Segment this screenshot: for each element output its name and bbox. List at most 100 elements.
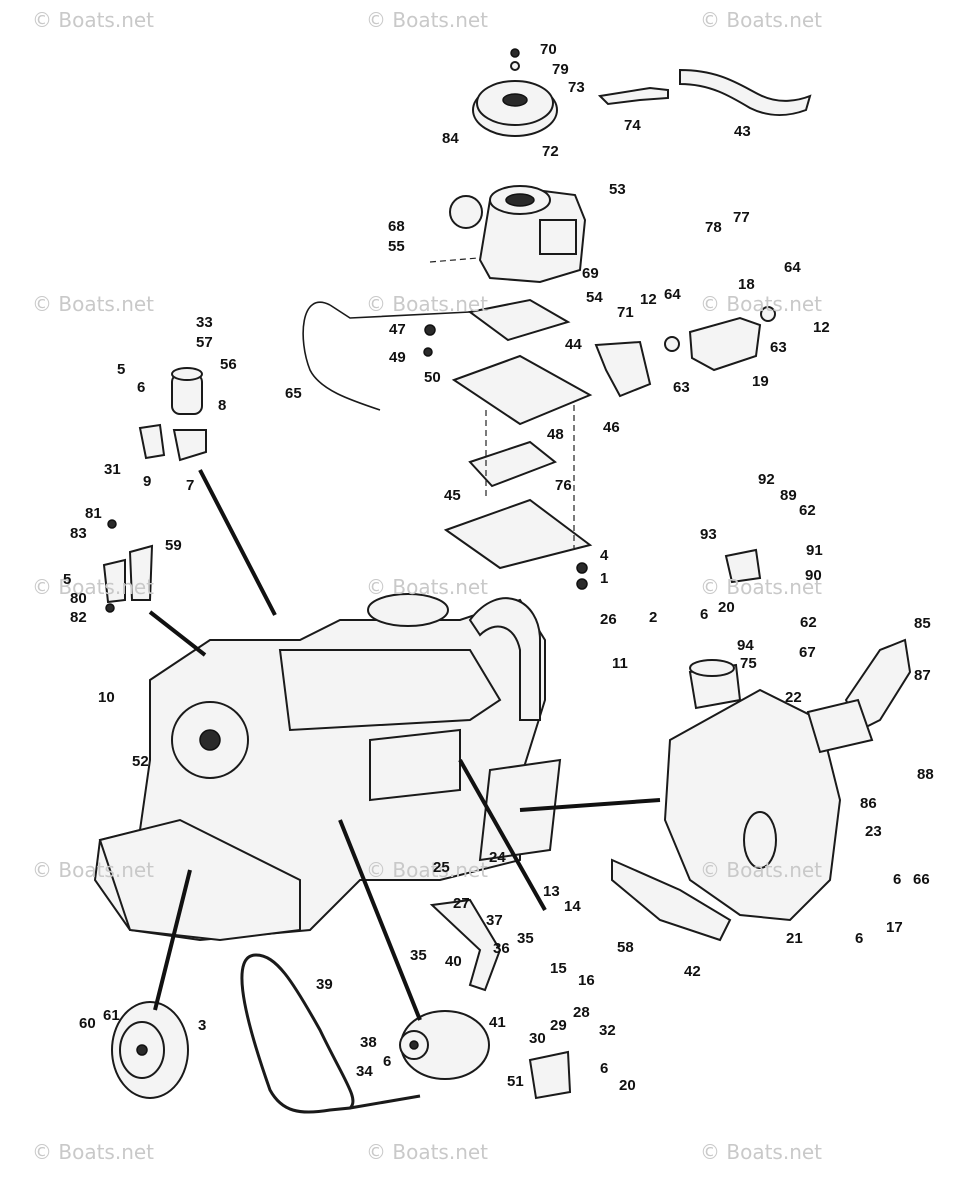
part-callout: 20 [718,599,735,616]
part-callout: 77 [733,209,750,226]
part-callout: 63 [673,379,690,396]
part-callout: 92 [758,471,775,488]
watermark: © Boats.net [366,292,489,316]
part-callout: 47 [389,321,406,338]
part-callout: 35 [517,930,534,947]
part-callout: 83 [70,525,87,542]
part-callout: 45 [444,487,461,504]
part-callout: 24 [489,849,506,866]
drive-belt-drawing [240,953,355,1114]
part-callout: 19 [752,373,769,390]
part-callout: 46 [603,419,620,436]
watermark: © Boats.net [32,8,155,32]
part-callout: 12 [640,291,657,308]
carburetor-drawing [429,185,587,284]
part-callout: 80 [70,590,87,607]
part-callout: 10 [98,689,115,706]
part-callout: 36 [493,940,510,957]
part-callout: 91 [806,542,823,559]
part-callout: 79 [552,61,569,78]
part-callout: 50 [424,369,441,386]
fuel-line-drawing [302,301,381,411]
part-callout: 6 [383,1053,392,1070]
part-callout: 16 [578,972,595,989]
part-callout: 88 [917,766,934,783]
part-callout: 75 [740,655,757,672]
part-callout: 48 [547,426,564,443]
part-callout: 3 [198,1017,207,1034]
leader-lines [148,469,661,1021]
part-callout: 51 [507,1073,524,1090]
part-callout: 29 [550,1017,567,1034]
part-callout: 35 [410,947,427,964]
watermark: © Boats.net [700,8,823,32]
carb-mount-stack-drawing [443,298,593,570]
part-callout: 34 [356,1063,373,1080]
ignition-coil-drawing [138,367,207,462]
part-callout: 68 [388,218,405,235]
watermark: © Boats.net [32,858,155,882]
small-bracket-drawing [102,544,154,604]
pulley-drawing [472,48,558,137]
part-callout: 9 [143,473,152,490]
part-callout: 93 [700,526,717,543]
fasteners-drawing [105,324,588,1110]
part-callout: 6 [137,379,146,396]
watermark: © Boats.net [366,8,489,32]
part-callout: 7 [186,477,195,494]
part-callout: 72 [542,143,559,160]
part-callout: 38 [360,1034,377,1051]
part-callout: 31 [104,461,121,478]
hose-drawing [597,68,812,116]
part-callout: 20 [619,1077,636,1094]
part-callout: 37 [486,912,503,929]
part-callout: 5 [117,361,126,378]
watermark: © Boats.net [700,575,823,599]
part-callout: 6 [700,606,709,623]
part-callout: 42 [684,963,701,980]
part-callout: 14 [564,898,581,915]
part-callout: 53 [609,181,626,198]
part-callout: 90 [805,567,822,584]
part-callout: 30 [529,1030,546,1047]
part-callout: 57 [196,334,213,351]
part-callout: 8 [218,397,227,414]
part-callout: 26 [600,611,617,628]
watermark: © Boats.net [366,858,489,882]
part-callout: 62 [799,502,816,519]
part-callout: 76 [555,477,572,494]
throttle-bracket-drawing [594,306,776,398]
part-callout: 84 [442,130,459,147]
watermark: © Boats.net [32,292,155,316]
part-callout: 85 [914,615,931,632]
part-callout: 70 [540,41,557,58]
part-callout: 17 [886,919,903,936]
part-callout: 25 [433,859,450,876]
part-callout: 15 [550,960,567,977]
part-callout: 94 [737,637,754,654]
part-callout: 13 [543,883,560,900]
part-callout: 55 [388,238,405,255]
part-callout: 6 [893,871,902,888]
part-callout: 21 [786,930,803,947]
part-callout: 65 [285,385,302,402]
watermark: © Boats.net [700,858,823,882]
part-callout: 89 [780,487,797,504]
watermark: © Boats.net [700,292,823,316]
part-callout: 23 [865,823,882,840]
watermark: © Boats.net [700,1140,823,1164]
part-callout: 43 [734,123,751,140]
part-callout: 60 [79,1015,96,1032]
part-callout: 1 [600,570,609,587]
part-callout: 40 [445,953,462,970]
part-callout: 6 [600,1060,609,1077]
part-callout: 54 [586,289,603,306]
watermark: © Boats.net [366,575,489,599]
part-callout: 49 [389,349,406,366]
water-pump-drawing [688,548,762,710]
part-callout: 74 [624,117,641,134]
part-callout: 63 [770,339,787,356]
part-callout: 18 [738,276,755,293]
part-callout: 5 [63,571,72,588]
